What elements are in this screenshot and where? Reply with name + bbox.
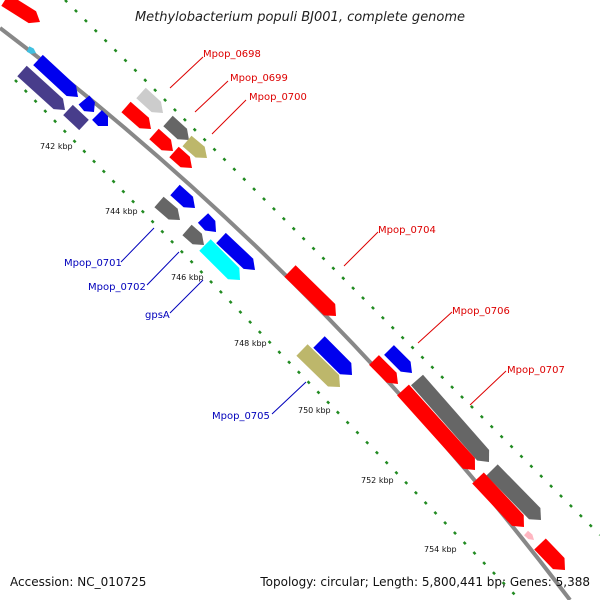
gene-arrow-mpop-0699 (163, 115, 189, 140)
gene-arrow-red-g (534, 538, 565, 570)
gene-arrow-mpop-0701 (154, 196, 180, 220)
gene-arrow-mpop-0706 (384, 345, 412, 373)
gene-arrow-left-tiny (26, 46, 36, 54)
gene-arrow-left-slate-1 (17, 65, 65, 110)
gene-arrow-mpop-0702 (182, 224, 204, 245)
guide-lines (14, 0, 600, 600)
gene-arrow-red-f (472, 472, 524, 527)
tick-748: 748 kbp (234, 339, 267, 348)
gene-arrow-mpop-0705 (296, 344, 340, 387)
gene-arrow-blue-c (216, 232, 255, 270)
tick-744: 744 kbp (105, 207, 138, 216)
genome-summary-text: Topology: circular; Length: 5,800,441 bp… (260, 575, 590, 589)
gene-arrow-mpop-0704 (284, 265, 336, 316)
gene-arrow-top-red (1, 0, 40, 24)
label-leaders (120, 56, 507, 415)
gene-arrow-red-a (121, 101, 151, 129)
tick-742: 742 kbp (40, 142, 73, 151)
tick-746: 746 kbp (171, 273, 204, 282)
gene-arrow-blue-a (170, 184, 195, 208)
gene-label-mpop-0700: Mpop_0700 (249, 92, 307, 103)
tick-754: 754 kbp (424, 545, 457, 554)
gene-arrow-left-slate-2 (63, 104, 89, 131)
gene-label-mpop-0701: Mpop_0701 (64, 258, 122, 269)
gene-arrow-blue-d (313, 336, 352, 375)
gene-arrow-red-e (397, 384, 475, 470)
gene-arrow-pink-tiny (524, 530, 534, 540)
gene-arrow-left-blue-2 (78, 95, 95, 112)
gene-arrow-blue-b (197, 213, 216, 232)
gene-arrow-mpop-0707 (411, 374, 490, 462)
gene-label-gpsa: gpsA (145, 310, 170, 321)
gene-label-mpop-0704: Mpop_0704 (378, 225, 436, 236)
gene-label-mpop-0705: Mpop_0705 (212, 411, 270, 422)
gene-label-mpop-0702: Mpop_0702 (88, 282, 146, 293)
gene-arrow-mpop-0698 (136, 87, 163, 113)
map-title: Methylobacterium populi BJ001, complete … (134, 10, 466, 25)
gene-arrow-left-blue-3 (92, 110, 108, 126)
gene-arrow-red-d (369, 355, 398, 384)
gene-label-mpop-0707: Mpop_0707 (507, 365, 565, 376)
gene-arrow-gpsa (199, 239, 240, 280)
gene-label-mpop-0699: Mpop_0699 (230, 73, 288, 84)
gene-arrow-gray-b (486, 464, 541, 520)
gene-arrow-left-blue-1 (33, 54, 78, 97)
tick-752: 752 kbp (361, 476, 394, 485)
tick-750: 750 kbp (298, 406, 331, 415)
gene-label-mpop-0706: Mpop_0706 (452, 306, 510, 317)
accession-text: Accession: NC_010725 (10, 575, 147, 589)
gene-label-mpop-0698: Mpop_0698 (203, 49, 261, 60)
gene-arrow-mpop-0700 (182, 135, 207, 158)
gene-arrow-red-b (149, 128, 173, 151)
feature-track (1, 0, 565, 570)
gene-arrow-red-c (169, 146, 192, 168)
